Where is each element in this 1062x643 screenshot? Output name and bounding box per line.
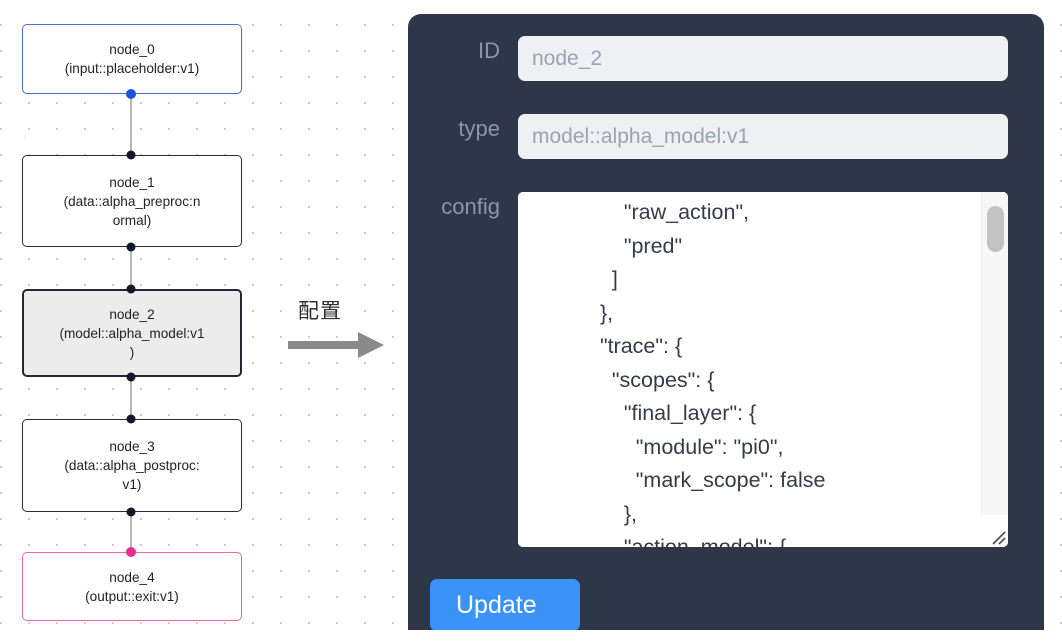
- edge-node2-node3: [130, 377, 132, 419]
- edge-node3-node4: [130, 512, 132, 552]
- type-field-label: type: [458, 116, 500, 141]
- node_2-target-handle[interactable]: [126, 284, 136, 294]
- id-field-label: ID: [478, 38, 500, 63]
- edge-node1-node2: [130, 247, 132, 303]
- node_2-source-handle[interactable]: [126, 372, 136, 382]
- node_4-target-handle[interactable]: [126, 547, 136, 557]
- field-row-id: ID: [408, 36, 1008, 81]
- config-textarea[interactable]: [518, 192, 1008, 547]
- node-config-panel: ID type config Update: [408, 14, 1044, 630]
- node_3-target-handle[interactable]: [126, 414, 136, 424]
- node_3-source-handle[interactable]: [126, 507, 136, 517]
- flow-annotation: 配置: [288, 295, 398, 365]
- type-input[interactable]: [518, 114, 1008, 159]
- graph-node-node_0[interactable]: node_0 (input::placeholder:v1): [22, 24, 242, 94]
- node_1-source-handle[interactable]: [126, 242, 136, 252]
- graph-node-label: node_4 (output::exit:v1): [85, 569, 179, 604]
- graph-node-label: node_2 (model::alpha_model:v1 ): [59, 306, 205, 360]
- graph-node-node_2[interactable]: node_2 (model::alpha_model:v1 ): [22, 289, 242, 377]
- update-button[interactable]: Update: [430, 579, 580, 630]
- node_0-source-handle[interactable]: [126, 89, 136, 99]
- graph-node-node_3[interactable]: node_3 (data::alpha_postproc: v1): [22, 419, 242, 512]
- config-textarea-wrapper: [518, 192, 1008, 547]
- field-row-config: config: [408, 192, 1008, 547]
- watermark: ·: [13, 119, 35, 151]
- id-input[interactable]: [518, 36, 1008, 81]
- config-scrollbar[interactable]: [981, 192, 1008, 515]
- graph-canvas[interactable]: · node_0 (input::placeholder:v1) node_1 …: [0, 0, 400, 643]
- flow-annotation-label: 配置: [298, 299, 342, 323]
- graph-node-label: node_0 (input::placeholder:v1): [64, 42, 200, 76]
- graph-node-label: node_3 (data::alpha_postproc: v1): [64, 439, 200, 492]
- graph-node-node_1[interactable]: node_1 (data::alpha_preproc:n ormal): [22, 155, 242, 247]
- config-scrollbar-thumb[interactable]: [987, 206, 1004, 252]
- edge-node0-node1: [130, 94, 132, 156]
- graph-node-node_4[interactable]: node_4 (output::exit:v1): [22, 552, 242, 621]
- arrow-right-icon: [288, 332, 384, 358]
- resize-handle-icon[interactable]: [983, 522, 1007, 546]
- field-row-type: type: [408, 114, 1008, 159]
- node_1-target-handle[interactable]: [126, 150, 136, 160]
- graph-node-label: node_1 (data::alpha_preproc:n ormal): [63, 174, 201, 228]
- config-field-label: config: [441, 194, 500, 219]
